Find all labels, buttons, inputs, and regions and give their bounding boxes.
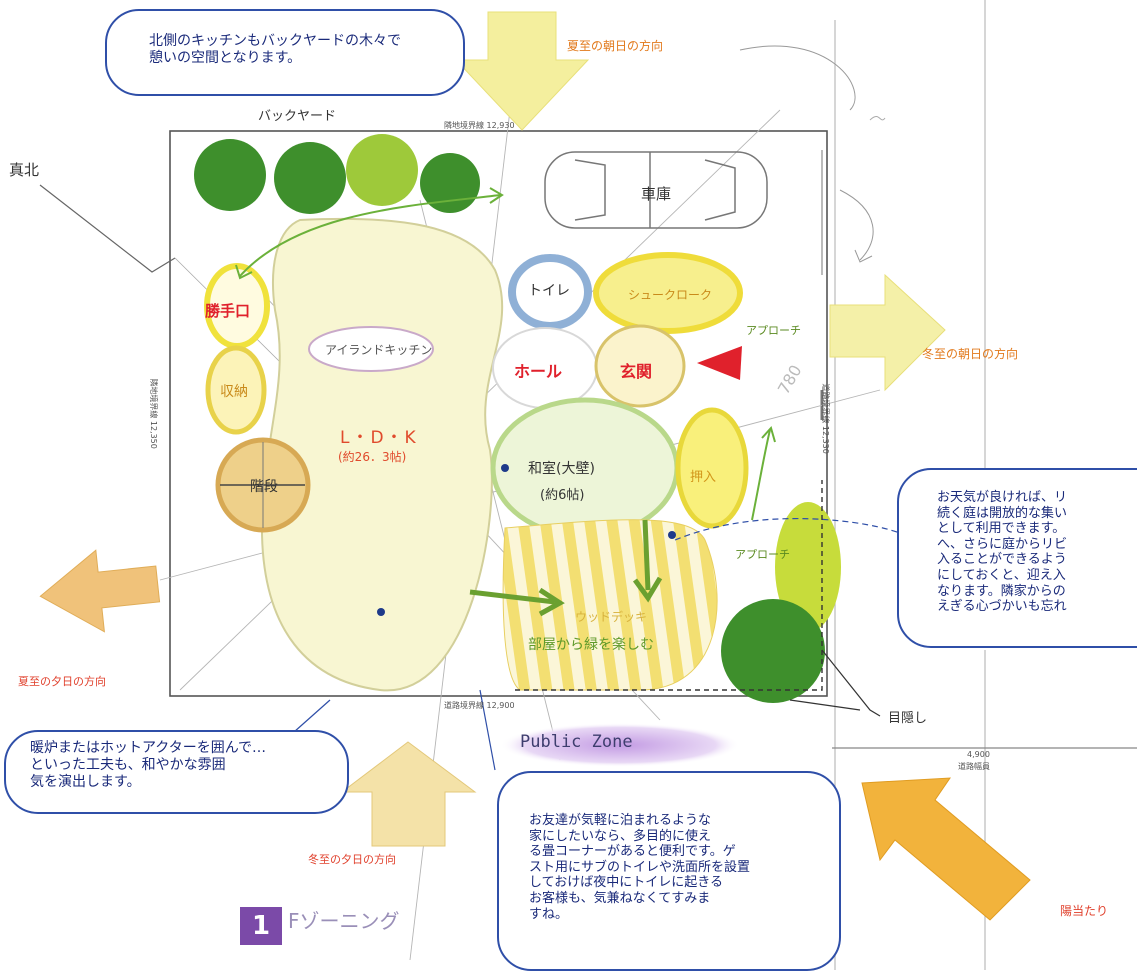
winter-sunset-label: 冬至の夕日の方向 [308, 853, 396, 866]
green-note-label: 部屋から緑を楽しむ [528, 637, 654, 653]
garage-turn-arrow [739, 45, 856, 111]
island-kitchen-label: アイランドキッチン [325, 343, 433, 357]
wood-deck [502, 519, 718, 691]
island-kitchen-ring [308, 326, 434, 372]
tree-1 [194, 139, 266, 211]
top-dimension: 隣地境界線 12,930 [444, 121, 515, 130]
garage-car [544, 151, 768, 229]
bubble-pointer [674, 517, 906, 541]
approach-tree-dark [721, 599, 825, 703]
approach-tree-light [775, 502, 841, 632]
sun-arrow-summer-sunset [39, 549, 161, 633]
right-dimension: 道路境界線 12,330 [820, 383, 830, 454]
washitsu-label: 和室(大壁) [528, 461, 595, 477]
shoe-cloak-label: シュークローク [628, 288, 713, 302]
floor-title: Fゾーニング [288, 909, 400, 933]
sunny-label: 陽当たり [1060, 904, 1109, 918]
bubble-guest: お友達が気軽に泊まれるような 家にしたいなら、多目的に使え る畳コーナーがあると… [497, 771, 841, 971]
left-dimension: 隣地境界線 12,350 [148, 378, 158, 449]
screen-label: 目隠し [888, 711, 928, 726]
public-zone-glow [500, 723, 740, 767]
shoe-cloak-ring [593, 252, 743, 334]
tree-4 [420, 153, 480, 213]
winter-sunrise-label: 冬至の朝日の方向 [922, 347, 1019, 361]
garage-label: 車庫 [641, 185, 672, 203]
bottom-dimension: 道路境界線 12,900 [444, 701, 515, 710]
toilet-ring [508, 254, 592, 330]
toilet-label: トイレ [528, 283, 570, 299]
storage-label: 収納 [220, 384, 248, 400]
tree-3 [346, 134, 418, 206]
true-north-label: 真北 [9, 161, 40, 179]
sun-arrow-summer-sunrise [454, 11, 590, 131]
deck-arrow-1 [642, 519, 651, 591]
approach-top-label: アプローチ [746, 324, 801, 337]
closet-ring [675, 407, 749, 529]
sun-arrow-sunny [861, 777, 1031, 921]
backyard-label: バックヤード [258, 109, 337, 124]
deck-arrow-2 [469, 589, 556, 605]
bubble-weather: お天気が良ければ、リ 続く庭は開放的な集い として利用できます。 へ、さらに庭か… [897, 468, 1137, 648]
closet-label: 押入 [690, 470, 717, 485]
washitsu-size-label: (約6帖) [540, 488, 585, 503]
summer-sunset-label: 夏至の夕日の方向 [18, 675, 106, 688]
approach-side-label: アプローチ [735, 548, 790, 561]
entrance-label: 玄関 [620, 362, 653, 381]
entrance-ring [594, 324, 686, 408]
floor-number-badge: 1 [240, 907, 282, 945]
summer-sunrise-label: 夏至の朝日の方向 [567, 39, 664, 53]
flow-arrow-top [239, 194, 501, 277]
kitchen-door-label: 勝手口 [205, 302, 251, 320]
bubble-fireplace: 暖炉またはホットアクターを囲んで… といった工夫も、和やかな雰囲 気を演出します… [4, 730, 349, 814]
road-width-label: 道路幅員 [958, 762, 990, 771]
true-north-line [39, 184, 176, 273]
bubble-north: 北側のキッチンもバックヤードの木々で 憩いの空間となります。 [105, 9, 465, 96]
road-width: 4,900 [967, 750, 990, 759]
stairs-label: 階段 [250, 479, 278, 495]
ldk-size-label: (約26．3帖) [338, 450, 407, 464]
flow-arrow-right [751, 429, 771, 521]
public-zone-label: Public Zone [520, 732, 633, 752]
hall-label: ホール [514, 362, 563, 381]
tree-2 [274, 142, 346, 214]
screen-fence [515, 480, 823, 691]
entrance-arrow [697, 346, 742, 380]
site-boundary [169, 130, 828, 697]
wood-deck-label: ウッドデッキ [575, 610, 648, 624]
sun-arrow-winter-sunset [340, 741, 477, 847]
ldk-label: L・D・K [340, 428, 418, 448]
storage-ring [205, 345, 267, 435]
sun-arrow-winter-sunrise [829, 273, 946, 392]
svg-text:780: 780 [774, 362, 806, 398]
